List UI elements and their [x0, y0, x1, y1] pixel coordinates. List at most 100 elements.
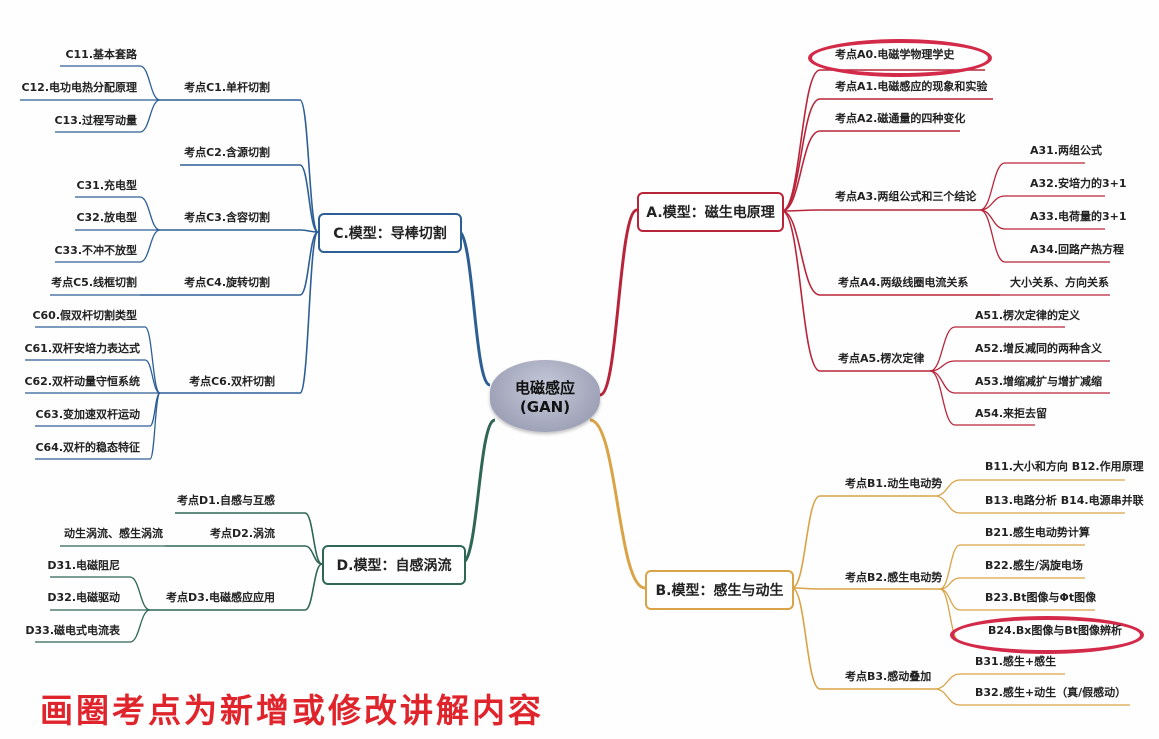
- connector: [75, 196, 161, 231]
- topic-b2[interactable]: 考点B2.感生电动势: [845, 571, 943, 584]
- connector: [929, 370, 1035, 426]
- connector: [934, 495, 1125, 514]
- connector: [934, 688, 1130, 706]
- connector: [35, 609, 151, 643]
- connector: [180, 164, 319, 233]
- subtopic-d3-2[interactable]: D32.电磁驱动: [47, 591, 120, 604]
- connector: [791, 587, 940, 590]
- connector: [50, 576, 151, 611]
- subtopic-a4-1[interactable]: 大小关系、方向关系: [1010, 276, 1109, 289]
- subtopic-d2-1[interactable]: 动生涡流、感生涡流: [64, 527, 163, 540]
- subtopic-a5-1[interactable]: A51.楞次定律的定义: [975, 309, 1080, 322]
- subtopic-c1-2[interactable]: C12.电功电热分配原理: [21, 81, 137, 94]
- connector: [781, 98, 993, 212]
- subtopic-d3-1[interactable]: D31.电磁阻尼: [47, 559, 120, 572]
- highlight-circle-a0: [808, 39, 992, 77]
- connector: [599, 208, 638, 397]
- subtopic-a3-4[interactable]: A34.回路产热方程: [1030, 243, 1124, 256]
- subtopic-c1-1[interactable]: C11.基本套路: [65, 48, 137, 61]
- connector: [589, 418, 646, 590]
- subtopic-c5-4[interactable]: C63.变加速双杆运动: [35, 408, 140, 421]
- central-topic-title: 电磁感应: [514, 378, 575, 397]
- connector: [929, 326, 1065, 372]
- subtopic-a5-4[interactable]: A54.来拒去留: [975, 407, 1047, 420]
- branch-b-node[interactable]: B.模型：感生与动生: [645, 570, 794, 610]
- subtopic-a5-3[interactable]: A53.增缩减扩与增扩减缩: [975, 375, 1102, 388]
- connector: [791, 495, 935, 589]
- connector: [934, 673, 1065, 690]
- connector: [165, 545, 323, 565]
- topic-c2[interactable]: 考点C2.含源切割: [184, 146, 270, 159]
- connector: [939, 544, 1085, 590]
- connector: [160, 99, 319, 233]
- connector: [781, 209, 980, 212]
- topic-d2[interactable]: 考点D2.涡流: [210, 527, 275, 540]
- topic-b3[interactable]: 考点B3.感动叠加: [845, 670, 932, 683]
- connector: [929, 360, 1110, 372]
- topic-c5[interactable]: 考点C5.线框切割: [51, 276, 137, 289]
- subtopic-a3-3[interactable]: A33.电荷量的3+1: [1030, 210, 1127, 223]
- subtopic-c5-1[interactable]: C60.假双杆切割类型: [32, 309, 137, 322]
- topic-c1[interactable]: 考点C1.单杆切割: [184, 81, 270, 94]
- annotation-note: 画圈考点为新增或修改讲解内容: [40, 691, 544, 730]
- topic-a4[interactable]: 考点A4.两级线圈电流关系: [838, 276, 969, 289]
- subtopic-c3-1[interactable]: C31.充电型: [76, 179, 137, 192]
- subtopic-a3-1[interactable]: A31.两组公式: [1030, 144, 1102, 157]
- topic-a1[interactable]: 考点A1.电磁感应的现象和实验: [835, 80, 988, 93]
- connector: [25, 359, 161, 394]
- subtopic-c3-2[interactable]: C32.放电型: [76, 211, 137, 224]
- connector: [160, 231, 319, 394]
- connector: [55, 99, 161, 133]
- subtopic-c3-3[interactable]: C33.不冲不放型: [54, 244, 137, 257]
- subtopic-a3-2[interactable]: A32.安培力的3+1: [1030, 177, 1127, 190]
- connector: [979, 162, 1085, 211]
- subtopic-b3-2[interactable]: B32.感生+动生（真/假感动）: [975, 686, 1127, 699]
- connector: [781, 130, 960, 212]
- connector: [979, 209, 1105, 230]
- subtopic-b2-4[interactable]: B24.Bx图像与Bt图像辨析: [988, 624, 1122, 637]
- connector: [781, 210, 930, 372]
- topic-b1[interactable]: 考点B1.动生电动势: [845, 477, 943, 490]
- connector: [55, 229, 161, 263]
- topic-c3[interactable]: 考点C3.含容切割: [184, 211, 270, 224]
- connector: [457, 229, 491, 387]
- subtopic-a5-2[interactable]: A52.增反减同的两种含义: [975, 342, 1102, 355]
- branch-c-node[interactable]: C.模型：导棒切割: [318, 213, 462, 253]
- connector: [979, 209, 1110, 263]
- subtopic-d3-3[interactable]: D33.磁电式电流表: [25, 624, 120, 637]
- subtopic-b2-3[interactable]: B23.Bt图像与Φt图像: [985, 591, 1097, 604]
- subtopic-c5-2[interactable]: C61.双杆安培力表达式: [24, 342, 140, 355]
- connector: [35, 392, 161, 460]
- topic-a5[interactable]: 考点A5.楞次定律: [838, 352, 925, 365]
- subtopic-b1-2[interactable]: B13.电路分析 B14.电源串并联: [985, 494, 1144, 507]
- topic-a2[interactable]: 考点A2.磁通量的四种变化: [835, 112, 966, 125]
- topic-d1[interactable]: 考点D1.自感与互感: [177, 494, 275, 507]
- topic-c5[interactable]: 考点C6.双杆切割: [189, 375, 275, 388]
- subtopic-c5-5[interactable]: C64.双杆的稳态特征: [35, 441, 140, 454]
- topic-a3[interactable]: 考点A3.两组公式和三个结论: [835, 190, 977, 203]
- branch-a-node[interactable]: A.模型：磁生电原理: [637, 192, 784, 232]
- subtopic-c1-3[interactable]: C13.过程写动量: [54, 114, 137, 127]
- subtopic-b1-1[interactable]: B11.大小和方向 B12.作用原理: [985, 460, 1144, 473]
- topic-c4[interactable]: 考点C4.旋转切割: [184, 276, 270, 289]
- connector: [140, 231, 319, 296]
- topic-a0[interactable]: 考点A0.电磁学物理学史: [835, 48, 955, 61]
- topic-d3[interactable]: 考点D3.电磁感应应用: [166, 591, 275, 604]
- subtopic-c5-3[interactable]: C62.双杆动量守恒系统: [24, 375, 140, 388]
- connector: [791, 587, 935, 690]
- subtopic-b3-1[interactable]: B31.感生+感生: [975, 655, 1057, 668]
- connector: [781, 210, 1000, 296]
- central-topic[interactable]: 电磁感应 (GAN): [490, 360, 600, 432]
- highlight-circle-b24: [950, 616, 1144, 654]
- connector: [150, 563, 323, 611]
- central-topic-subtitle: (GAN): [519, 397, 571, 416]
- subtopic-b2-1[interactable]: B21.感生电动势计算: [985, 526, 1090, 539]
- connector: [979, 195, 1105, 211]
- subtopic-b2-2[interactable]: B22.感生/涡旋电场: [985, 559, 1083, 572]
- connector: [939, 577, 1085, 590]
- connector: [934, 479, 1125, 497]
- branch-d-node[interactable]: D.模型：自感涡流: [322, 545, 466, 585]
- connector: [60, 65, 161, 101]
